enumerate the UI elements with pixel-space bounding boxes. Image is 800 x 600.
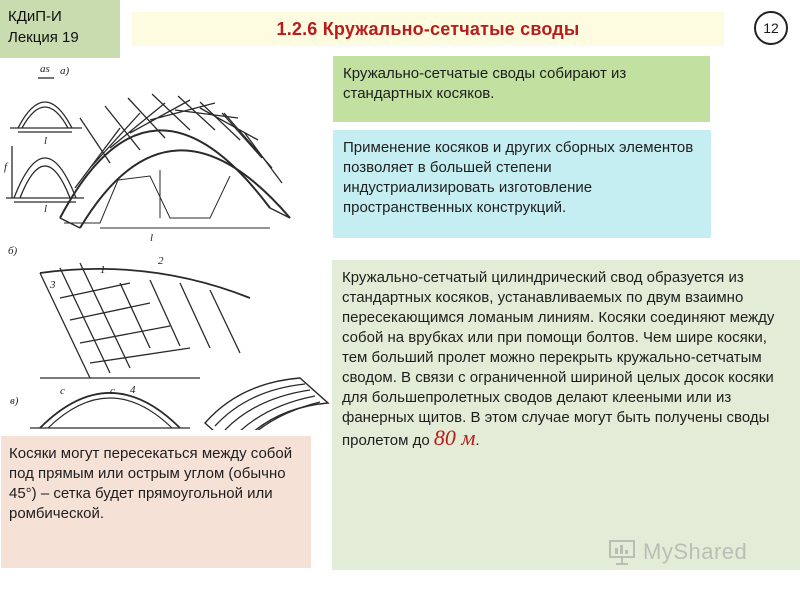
info-box-assembly: Кружально-сетчатые своды собирают из ста… xyxy=(333,56,710,122)
max-span-value: 80 м xyxy=(433,425,476,450)
arch-profile-v xyxy=(30,392,190,429)
course-name: КДиП-И xyxy=(8,8,62,25)
fig-label-4: 4 xyxy=(130,384,136,396)
vault-illustration: а) as l f l l б) 2 1 3 4 с с в) xyxy=(0,58,330,430)
span-prefix: пролетом до xyxy=(342,432,430,449)
fig-label-2: 2 xyxy=(158,255,164,267)
presentation-board-icon xyxy=(609,540,635,565)
vault-drawing: а) as l f l l б) 2 1 3 4 с с в) xyxy=(4,63,330,430)
info-box-description: Кружально-сетчатый цилиндрический свод о… xyxy=(332,260,800,570)
lecture-number: Лекция 19 xyxy=(8,29,79,46)
fig-label-l3: l xyxy=(150,232,153,244)
fig-label-c1: с xyxy=(60,385,65,397)
industrialization-text: Применение косяков и других сборных элем… xyxy=(343,139,694,216)
course-tag: КДиП-И Лекция 19 xyxy=(0,0,120,58)
small-arch-a1-inner xyxy=(21,106,69,129)
fig-label-as: as xyxy=(40,63,50,75)
page-number: 12 xyxy=(754,11,788,45)
small-arch-a2-inner xyxy=(19,165,71,199)
fig-label-b: б) xyxy=(8,245,18,257)
watermark: MyShared xyxy=(607,537,747,567)
fig-label-l2: l xyxy=(44,203,47,215)
watermark-text: MyShared xyxy=(643,539,748,564)
title-bar: 1.2.6 Кружально-сетчатые своды xyxy=(132,12,724,46)
small-arch-a2 xyxy=(13,157,77,199)
info-box-crossing-angle: Косяки могут пересекаться между собой по… xyxy=(1,436,311,568)
roof-perspective xyxy=(204,377,330,430)
lattice-vault-a xyxy=(59,93,291,229)
fig-label-l1: l xyxy=(44,135,47,147)
fig-label-f: f xyxy=(4,161,9,173)
fig-label-3: 3 xyxy=(49,279,56,291)
fig-label-c2: с xyxy=(110,385,115,397)
fig-label-1: 1 xyxy=(100,264,106,276)
description-text: Кружально-сетчатый цилиндрический свод о… xyxy=(342,269,775,426)
page-title: 1.2.6 Кружально-сетчатые своды xyxy=(276,18,580,39)
small-arch-a1 xyxy=(17,101,73,129)
info-box-industrialization: Применение косяков и других сборных элем… xyxy=(333,130,711,238)
lattice-detail-b xyxy=(39,262,251,379)
assembly-text: Кружально-сетчатые своды собирают из ста… xyxy=(343,65,627,102)
crossing-angle-text: Косяки могут пересекаться между собой по… xyxy=(9,445,293,522)
span-suffix: . xyxy=(475,432,480,449)
span-line: пролетом до 80 м. xyxy=(342,425,790,451)
fig-label-v: в) xyxy=(10,395,19,407)
fig-label-a: а) xyxy=(60,65,70,77)
